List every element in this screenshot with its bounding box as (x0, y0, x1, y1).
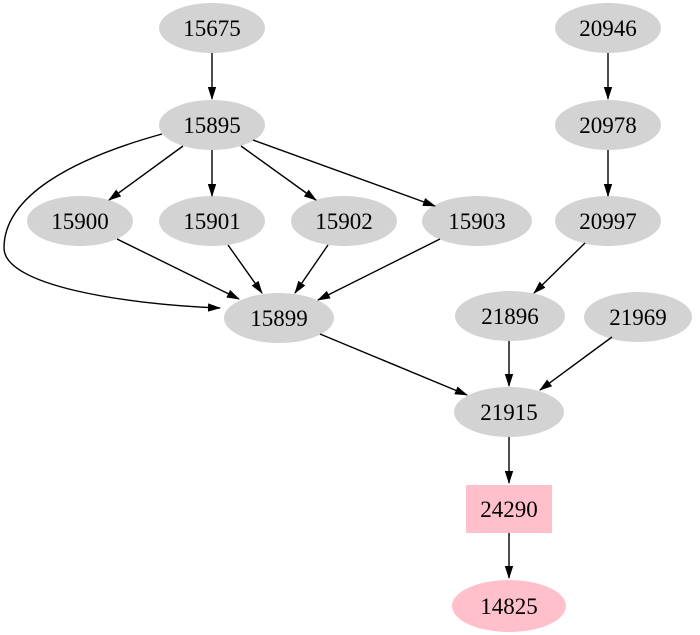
node-20978-label: 20978 (579, 113, 637, 138)
nodes-layer: 15675 15895 15900 15901 15902 15903 1589… (27, 3, 692, 632)
node-15895-label: 15895 (183, 113, 241, 138)
node-21915-shape (454, 387, 564, 437)
edge-15900-to-15899 (116, 238, 240, 300)
node-21969-label: 21969 (609, 305, 667, 330)
node-14825-label: 14825 (480, 594, 538, 619)
node-24290-label: 24290 (480, 497, 538, 522)
node-15900-label: 15900 (51, 209, 109, 234)
edge-15903-to-15899 (317, 238, 441, 301)
node-15899-label: 15899 (250, 306, 308, 331)
node-20946: 20946 (555, 3, 661, 53)
node-15675-shape (159, 3, 265, 53)
edge-15895-to-15902 (240, 145, 317, 201)
edge-15902-to-15899 (294, 244, 329, 294)
edges-layer (3, 53, 613, 579)
node-14825-shape (452, 580, 566, 632)
node-14825: 14825 (452, 580, 566, 632)
node-21915-label: 21915 (480, 400, 538, 425)
node-15895: 15895 (159, 100, 265, 150)
node-15901: 15901 (159, 196, 265, 246)
node-15899: 15899 (224, 293, 334, 343)
node-20946-label: 20946 (579, 16, 637, 41)
node-20978-shape (555, 100, 661, 150)
node-20997-label: 20997 (579, 209, 637, 234)
node-15895-shape (159, 100, 265, 150)
node-21896: 21896 (455, 291, 565, 341)
node-21915: 21915 (454, 387, 564, 437)
node-15900-shape (27, 196, 133, 246)
node-15903-shape (422, 196, 532, 246)
node-15675-label: 15675 (183, 16, 241, 41)
edge-15895-to-15899 (3, 133, 221, 312)
node-15901-shape (159, 196, 265, 246)
edge-15895-to-15903 (252, 139, 436, 207)
node-24290: 24290 (466, 485, 552, 533)
node-20997: 20997 (555, 196, 661, 246)
node-15902: 15902 (291, 196, 397, 246)
edge-20997-to-21896 (533, 242, 586, 294)
node-21896-label: 21896 (481, 304, 539, 329)
node-21896-shape (455, 291, 565, 341)
node-15902-label: 15902 (315, 209, 373, 234)
edge-15901-to-15899 (227, 244, 263, 294)
edge-21969-to-21915 (539, 336, 613, 391)
node-24290-shape (466, 485, 552, 533)
node-15899-shape (224, 293, 334, 343)
edge-15895-to-15900 (108, 145, 184, 201)
node-15903-label: 15903 (448, 209, 506, 234)
node-15903: 15903 (422, 196, 532, 246)
node-15900: 15900 (27, 196, 133, 246)
node-21969: 21969 (584, 292, 692, 342)
node-15675: 15675 (159, 3, 265, 53)
node-20997-shape (555, 196, 661, 246)
node-20978: 20978 (555, 100, 661, 150)
node-15902-shape (291, 196, 397, 246)
node-20946-shape (555, 3, 661, 53)
edge-15899-to-21915 (319, 333, 468, 396)
node-21969-shape (584, 292, 692, 342)
node-15901-label: 15901 (183, 209, 241, 234)
